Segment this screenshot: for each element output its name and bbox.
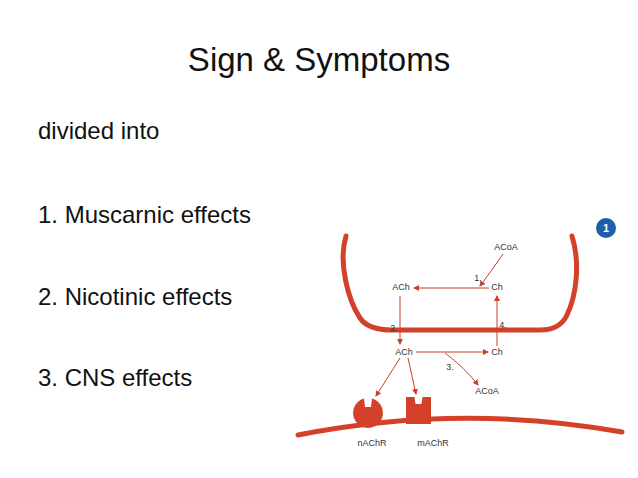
arrow: [445, 353, 478, 385]
node-shape: [353, 398, 383, 428]
arrow: [416, 352, 488, 353]
muscarinic-receptor: mAChR: [406, 397, 431, 424]
list-item: 1. Muscarnic effects: [38, 201, 251, 229]
molecule-label: ACoA: [475, 386, 499, 396]
step-number: 3.: [446, 362, 454, 372]
molecule-label: ACoA: [494, 242, 518, 252]
node-outline: [406, 397, 431, 424]
molecule-label: Ch: [491, 282, 503, 292]
node-shape: [406, 397, 431, 424]
slide-title: Sign & Symptoms: [188, 41, 450, 79]
step-number: 4.: [499, 320, 507, 330]
molecule-label: Ch: [491, 347, 503, 357]
arrow: [400, 296, 401, 344]
presynaptic-membrane: [343, 236, 576, 330]
node-outline: [596, 218, 616, 238]
molecule-label: ACh: [395, 347, 413, 357]
arrow: [480, 254, 503, 286]
receptor-label: mAChR: [417, 438, 449, 448]
list-item: 2. Nicotinic effects: [38, 283, 232, 311]
postsynaptic-membrane: [298, 418, 622, 435]
nicotinic-receptor: nAChR: [353, 398, 383, 428]
callout-number: 1: [603, 222, 609, 234]
molecule-label: ACh: [392, 282, 410, 292]
illustration-background: [293, 212, 629, 464]
callout-badge: 1: [596, 218, 616, 238]
node-outline: [353, 399, 383, 428]
step-number: 2.: [390, 323, 398, 333]
list-item: 3. CNS effects: [38, 364, 192, 392]
reaction-arrows: [376, 254, 503, 396]
arrow: [497, 296, 498, 346]
arrow: [414, 288, 489, 289]
arrow: [408, 358, 416, 394]
receptor-label: nAChR: [357, 438, 386, 448]
arrow: [376, 358, 400, 396]
intro-text: divided into: [38, 117, 159, 145]
step-number: 1.: [474, 273, 482, 283]
